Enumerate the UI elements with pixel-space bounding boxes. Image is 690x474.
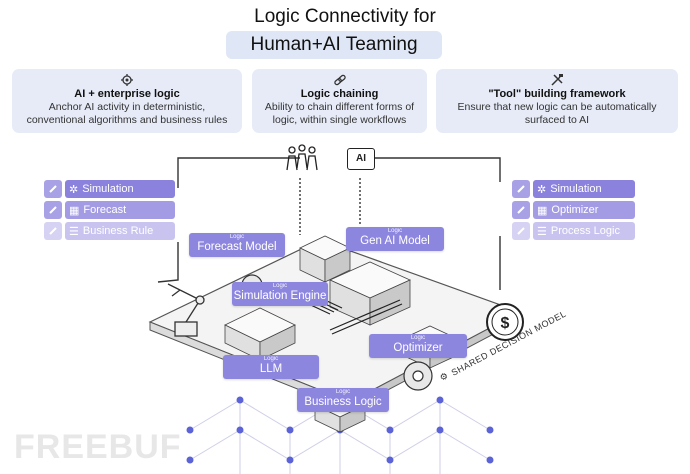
left-logic-item[interactable]: ▦Forecast (44, 201, 175, 219)
right-logic-item[interactable]: ▦Optimizer (512, 201, 635, 219)
title-line-1: Logic Connectivity for (254, 6, 436, 27)
left-logic-label: Forecast (83, 204, 127, 216)
gear-brain-icon (12, 73, 242, 87)
left-logic-label: Simulation (82, 183, 134, 195)
tag-llm[interactable]: Logic LLM (223, 355, 319, 379)
right-logic-item[interactable]: ☰Process Logic (512, 222, 635, 240)
chain-link-icon (512, 222, 530, 240)
card-description: Ensure that new logic can be automatical… (457, 101, 657, 126)
grid-icon: ▦ (69, 204, 80, 217)
tag-business-logic[interactable]: Logic Business Logic (297, 388, 389, 412)
tools-icon (436, 73, 678, 87)
network-icon: ✲ (537, 183, 547, 196)
tag-small-label: Logic (410, 335, 426, 341)
left-logic-item[interactable]: ✲Simulation (44, 180, 175, 198)
tag-simulation-engine[interactable]: Logic Simulation Engine (232, 282, 328, 306)
tag-forecast-model[interactable]: Logic Forecast Model (189, 233, 285, 257)
title-line-2: Human+AI Teaming (226, 31, 442, 59)
network-icon: ✲ (69, 183, 79, 196)
right-logic-panel: ✲Simulation ▦Optimizer ☰Process Logic (512, 180, 635, 240)
tag-label: Business Logic (304, 396, 382, 408)
left-logic-panel: ✲Simulation ▦Forecast ☰Business Rule (44, 180, 175, 240)
tag-small-label: Logic (335, 389, 351, 395)
card-title: AI + enterprise logic (74, 88, 180, 100)
chain-link-icon (512, 201, 530, 219)
right-logic-label: Process Logic (550, 225, 620, 237)
tag-small-label: Logic (229, 234, 245, 240)
card-description: Anchor AI activity in deterministic, con… (26, 101, 228, 126)
ai-chip-icon: AI (347, 148, 375, 170)
left-logic-item[interactable]: ☰Business Rule (44, 222, 175, 240)
right-logic-label: Optimizer (551, 204, 599, 216)
svg-text:$: $ (501, 315, 510, 332)
tag-label: Optimizer (393, 342, 443, 354)
chain-link-icon (44, 222, 62, 240)
tag-optimizer[interactable]: Logic Optimizer (369, 334, 467, 358)
left-logic-label: Business Rule (82, 225, 154, 237)
list-icon: ☰ (69, 225, 79, 238)
card-tool-building: "Tool" building framework Ensure that ne… (436, 69, 678, 133)
tag-small-label: Logic (387, 228, 403, 234)
tag-label: Gen AI Model (360, 235, 430, 247)
right-logic-item[interactable]: ✲Simulation (512, 180, 635, 198)
tag-small-label: Logic (263, 356, 279, 362)
card-ai-enterprise-logic: AI + enterprise logic Anchor AI activity… (12, 69, 242, 133)
right-logic-label: Simulation (550, 183, 602, 195)
card-title: Logic chaining (300, 88, 379, 100)
tag-label: LLM (259, 363, 283, 375)
tag-small-label: Logic (272, 283, 288, 289)
grid-icon: ▦ (537, 204, 548, 217)
tag-label: Simulation Engine (233, 290, 327, 302)
card-title: "Tool" building framework (488, 88, 626, 100)
card-logic-chaining: Logic chaining Ability to chain differen… (252, 69, 427, 133)
chain-link-icon (512, 180, 530, 198)
chain-link-icon (44, 201, 62, 219)
card-description: Ability to chain different forms of logi… (264, 101, 415, 126)
tag-gen-ai-model[interactable]: Logic Gen AI Model (346, 227, 444, 251)
watermark: FREEBUF (14, 428, 182, 466)
tag-label: Forecast Model (197, 241, 277, 253)
list-icon: ☰ (537, 225, 547, 238)
chain-link-icon (44, 180, 62, 198)
chain-link-icon (252, 73, 427, 87)
